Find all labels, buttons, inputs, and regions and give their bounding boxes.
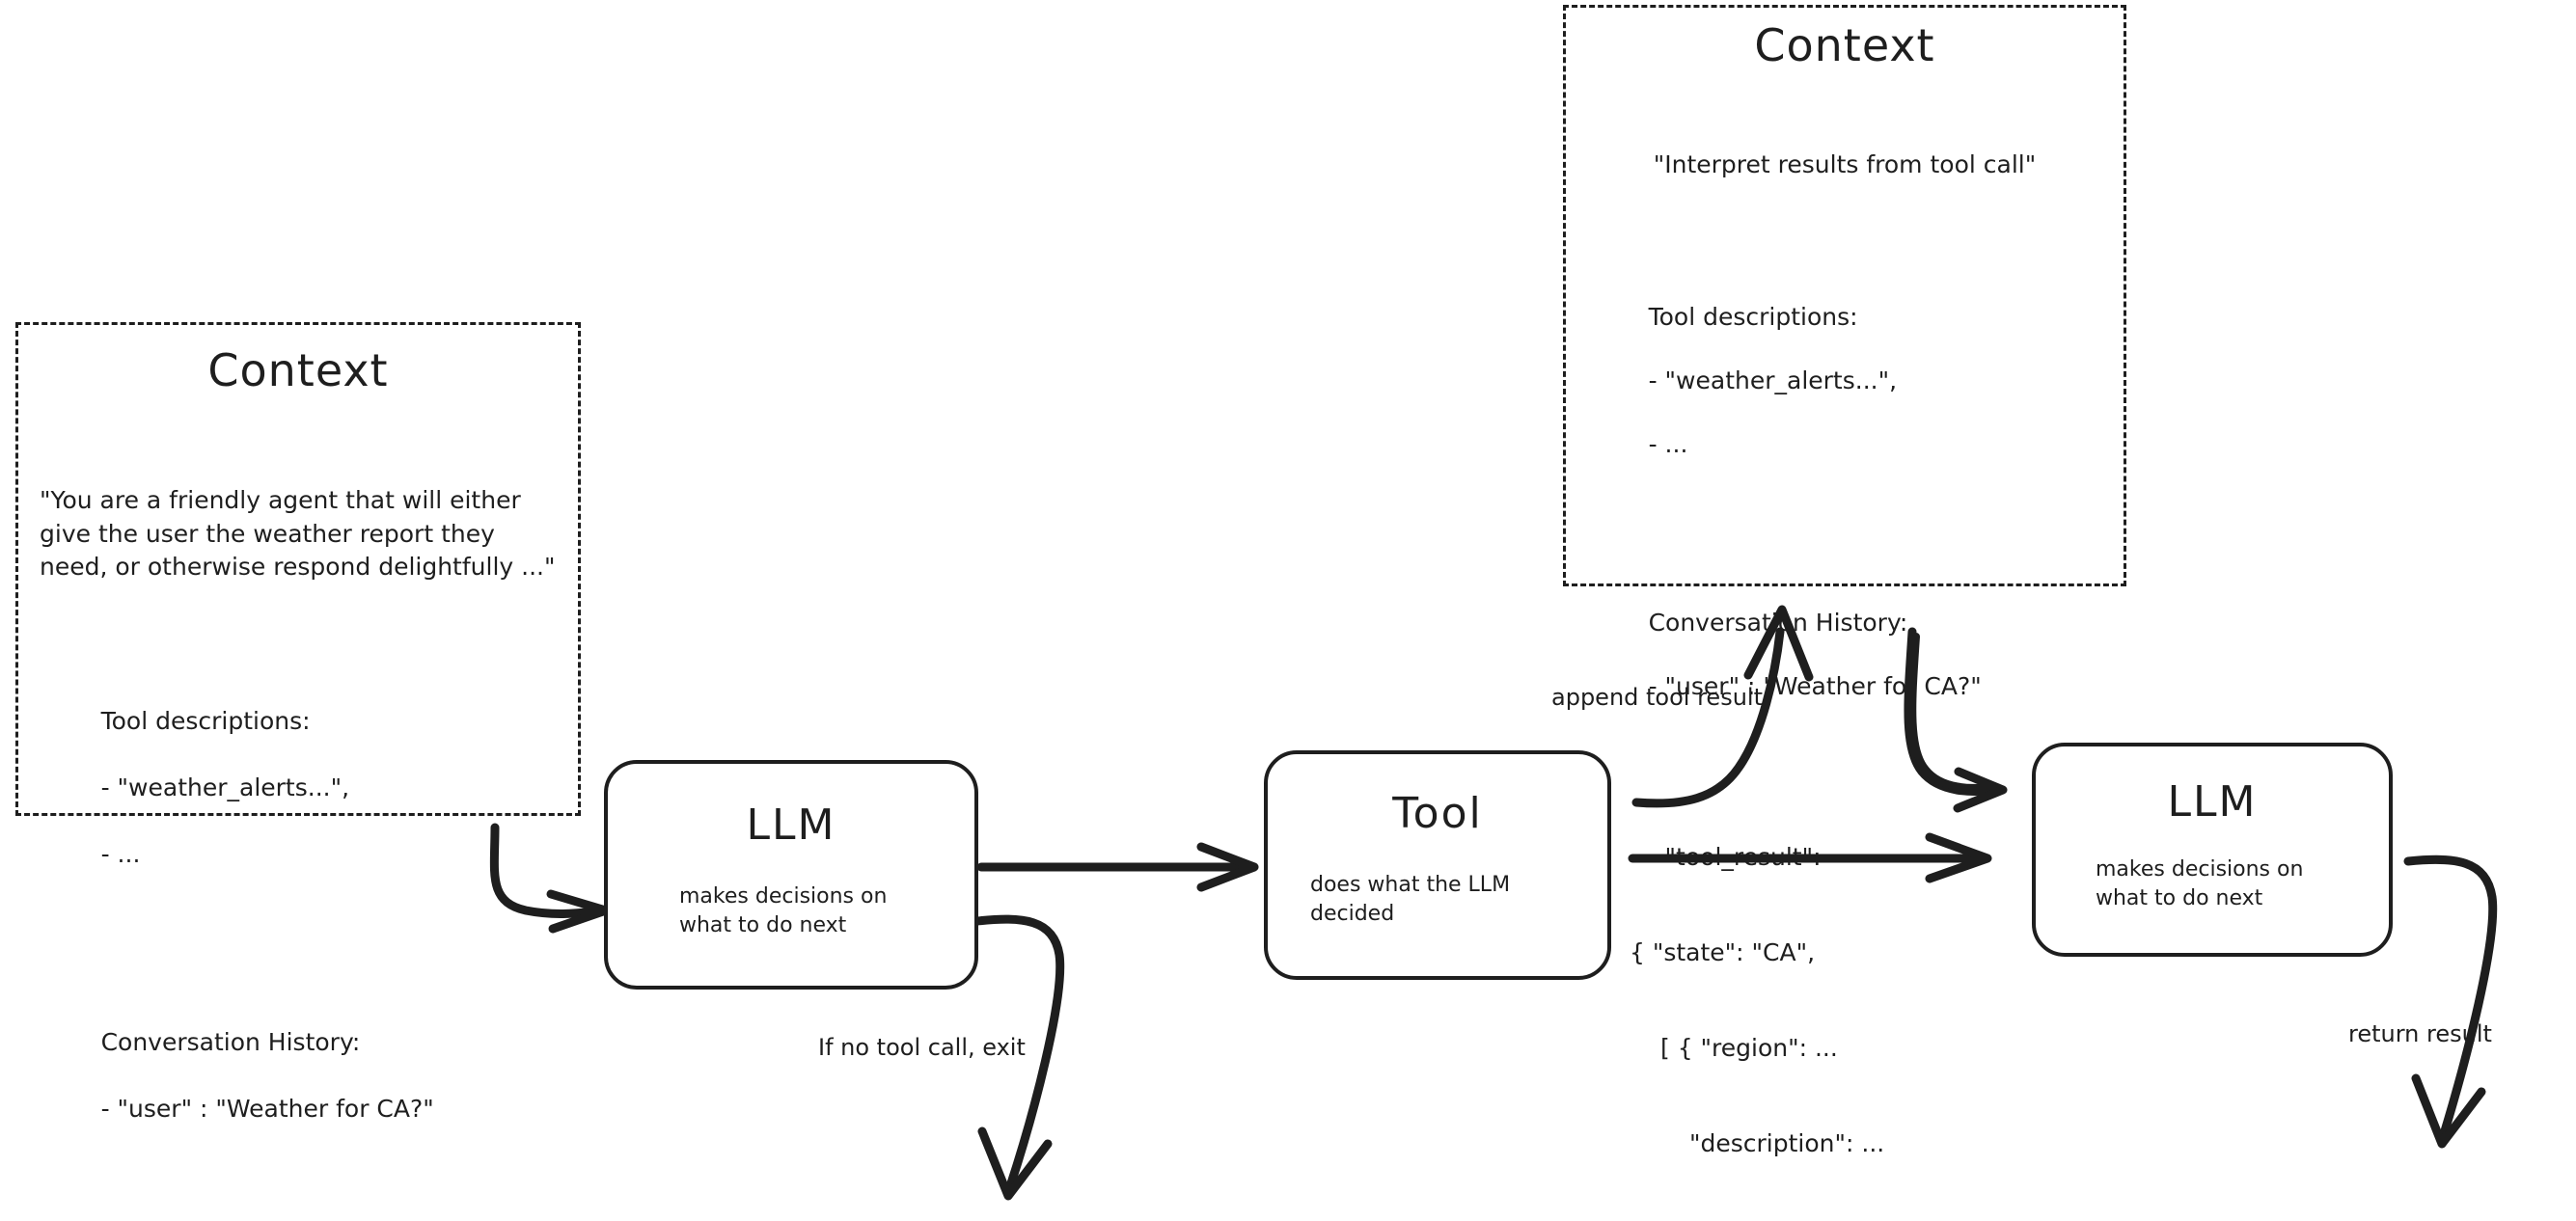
context-right-tool-result: - "tool_result": { "state": "CA", [ { "r… [1587,809,2102,1221]
tool-descriptions-item-1: - ... [100,840,141,868]
tool-descriptions-item-1: - ... [1648,430,1688,458]
tool-descriptions-item-0: - "weather_alerts...", [1648,366,1898,394]
context-right-title: Context [1754,19,1935,71]
context-right-body: "Interpret results from tool call" Tool … [1566,85,2124,1221]
edge-llm2-return [2403,855,2498,1149]
node-llm-first[interactable]: LLM makes decisions on what to do next [604,760,978,990]
tool-descriptions-heading: Tool descriptions: [1648,303,1858,331]
context-left-title: Context [207,344,389,396]
context-right-system-prompt: "Interpret results from tool call" [1653,150,2037,178]
node-llm-first-title: LLM [746,800,836,850]
node-tool-title: Tool [1392,789,1483,838]
context-right-conversation-history: Conversation History: - "user" : "Weathe… [1587,575,2102,734]
context-box-left: Context "You are a friendly agent that w… [15,322,581,1123]
edge-label-append-tool-result: append tool result [1551,684,1763,711]
conversation-item-0: - "user" : "Weather for CA?" [1648,672,1982,700]
node-llm-second-subtitle: makes decisions on what to do next [2096,857,2304,910]
conversation-heading: Conversation History: [1648,609,1908,637]
edge-label-exit: If no tool call, exit [818,1034,1026,1061]
node-tool-subtitle: does what the LLM decided [1310,873,1511,926]
context-left-body: "You are a friendly agent that will eith… [18,418,578,1221]
tool-result-line-0: { "state": "CA", [1630,938,1816,966]
node-llm-second-title: LLM [2167,777,2258,827]
context-left-system-prompt: "You are a friendly agent that will eith… [40,486,556,581]
context-left-tool-descriptions: Tool descriptions: - "weather_alerts..."… [40,672,557,906]
context-box-right: Context "Interpret results from tool cal… [1563,5,2126,1157]
tool-result-line-2: "description": ... [1689,1129,1885,1157]
edge-label-return-result: return result [2348,1020,2492,1047]
conversation-heading: Conversation History: [100,1027,361,1056]
tool-descriptions-heading: Tool descriptions: [100,707,311,735]
node-llm-second[interactable]: LLM makes decisions on what to do next [2032,743,2393,957]
node-tool[interactable]: Tool does what the LLM decided [1264,750,1611,980]
context-left-conversation-history: Conversation History: - "user" : "Weathe… [40,992,557,1159]
tool-result-line-1: [ { "region": ... [1660,1034,1838,1062]
edge-llm1-to-tool [976,842,1259,892]
context-right-tool-descriptions: Tool descriptions: - "weather_alerts..."… [1587,269,2102,492]
tool-result-label: - "tool_result": [1648,843,1822,871]
node-llm-first-subtitle: makes decisions on what to do next [679,884,888,937]
tool-descriptions-item-0: - "weather_alerts...", [100,773,350,801]
conversation-item-0: - "user" : "Weather for CA?" [100,1094,434,1123]
